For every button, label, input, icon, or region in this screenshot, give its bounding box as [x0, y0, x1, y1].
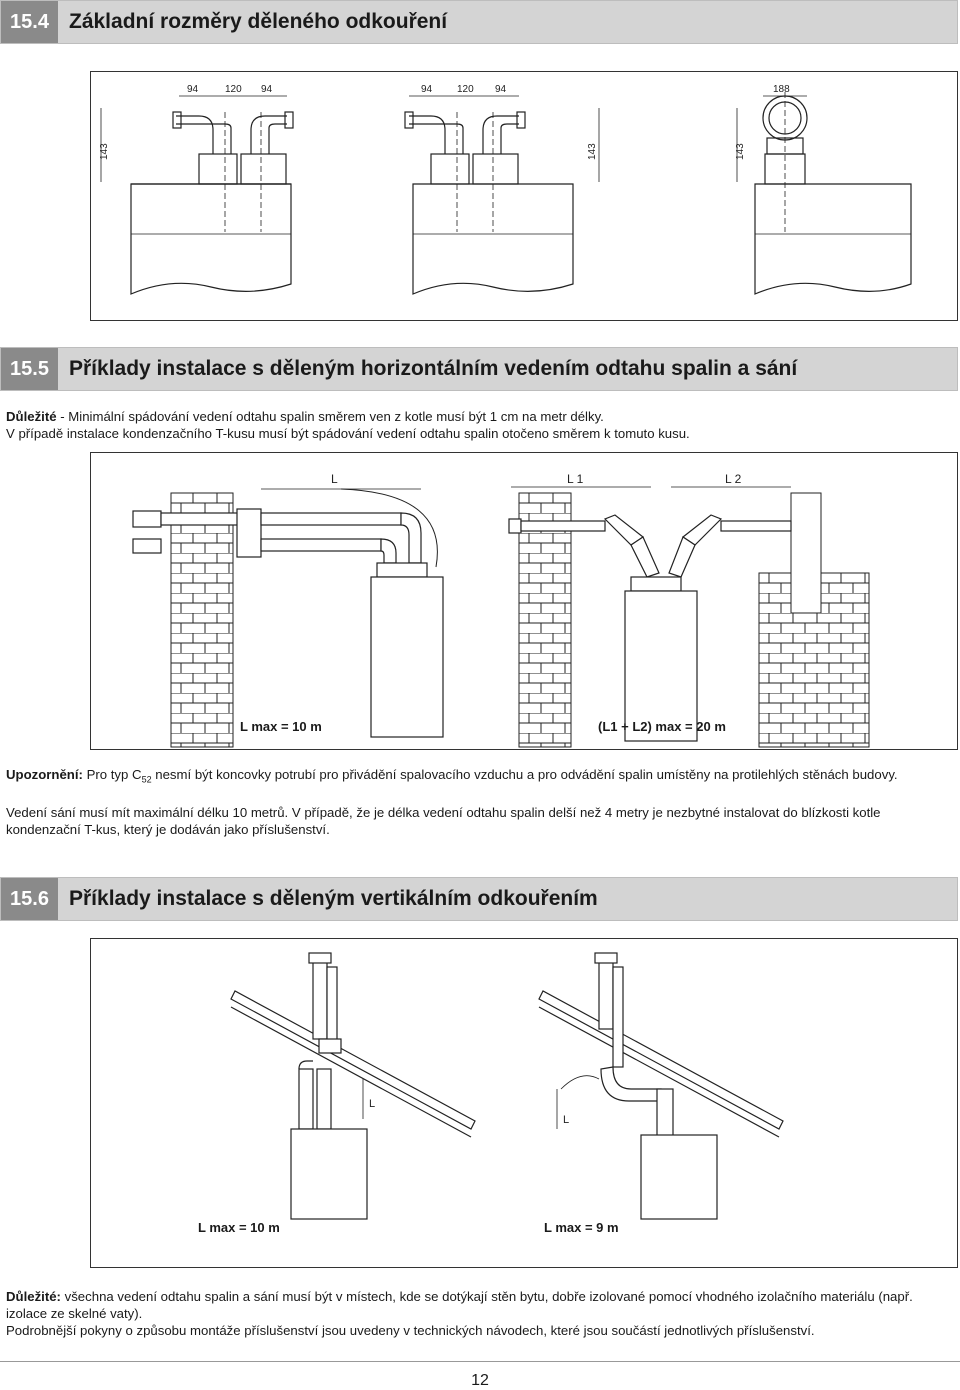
section-title: Příklady instalace s děleným horizontáln… [69, 357, 798, 380]
dim-143-b: 143 [587, 143, 598, 160]
section-title: Základní rozměry děleného odkouření [69, 10, 448, 33]
bottom-note-bold: Důležité: [6, 1289, 61, 1304]
dim-94-d: 94 [495, 84, 507, 95]
warning-post: nesmí být koncovky potrubí pro přivádění… [151, 767, 898, 782]
example-horizontal-left: L [132, 472, 444, 748]
dim-188: 188 [773, 84, 790, 95]
bottom-note-text-1: všechna vedení odtahu spalin a sání musí… [6, 1289, 913, 1321]
note-bold: Důležité [6, 409, 57, 424]
horizontal-drawing: L L 1 L 2 [132, 472, 870, 748]
warning-sub: 52 [141, 774, 152, 785]
dim-143-c: 143 [735, 143, 746, 160]
boiler-top-unit-2 [404, 95, 600, 295]
vertical-drawing: L L [230, 952, 784, 1220]
section-number: 15.5 [1, 348, 58, 390]
footer-rule [0, 1361, 960, 1362]
caption-vertical-left: L max = 10 m [198, 1220, 280, 1235]
horizontal-installation-diagram: L L 1 L 2 [90, 452, 958, 750]
example-vertical-left [230, 952, 476, 1220]
section-header-15-6: 15.6 Příklady instalace s děleným vertik… [0, 877, 958, 921]
page-number: 12 [471, 1372, 489, 1389]
label-L-vertical-left: L [369, 1098, 375, 1110]
caption-horizontal-left: L max = 10 m [240, 719, 322, 734]
dimensions-drawing: 94 120 94 94 120 94 188 143 143 143 [99, 84, 912, 295]
warning-bold: Upozornění: [6, 767, 83, 782]
caption-horizontal-right: (L1 + L2) max = 20 m [598, 719, 726, 734]
label-L-vertical-right: L [563, 1114, 569, 1126]
dim-120-a: 120 [225, 84, 242, 95]
caption-vertical-right: L max = 9 m [544, 1220, 619, 1235]
dim-143-a: 143 [99, 143, 110, 160]
info-text: Vedení sání musí mít maximální délku 10 … [6, 805, 881, 837]
label-L2: L 2 [725, 472, 742, 486]
boiler-top-unit-3 [736, 92, 912, 295]
vertical-installation-diagram: L L [90, 938, 958, 1268]
note-line-1: - Minimální spádování vedení odtahu spal… [56, 409, 604, 424]
boiler-top-unit-1 [100, 95, 294, 295]
dim-94-a: 94 [187, 84, 199, 95]
section-header-15-4: 15.4 Základní rozměry děleného odkouření [0, 0, 958, 44]
section-number: 15.4 [1, 1, 58, 43]
dim-94-b: 94 [261, 84, 273, 95]
example-horizontal-right: L 1 L 2 [508, 472, 870, 748]
label-L: L [331, 472, 338, 486]
note-line-2: V případě instalace kondenzačního T-kusu… [6, 426, 690, 441]
label-L1: L 1 [567, 472, 584, 486]
bottom-note: Důležité: všechna vedení odtahu spalin a… [6, 1288, 956, 1339]
dimensions-diagram: 94 120 94 94 120 94 188 143 143 143 [90, 71, 958, 321]
dim-94-c: 94 [421, 84, 433, 95]
note-slope: Důležité - Minimální spádování vedení od… [6, 408, 956, 442]
section-number: 15.6 [1, 878, 58, 920]
dim-120-b: 120 [457, 84, 474, 95]
section-title: Příklady instalace s děleným vertikálním… [69, 887, 598, 910]
bottom-note-text-2: Podrobnější pokyny o způsobu montáže pří… [6, 1323, 815, 1338]
section-header-15-5: 15.5 Příklady instalace s děleným horizo… [0, 347, 958, 391]
warning-text: Upozornění: Pro typ C52 nesmí být koncov… [6, 766, 956, 789]
warning-pre: Pro typ C [82, 767, 142, 782]
example-vertical-right [538, 952, 784, 1220]
